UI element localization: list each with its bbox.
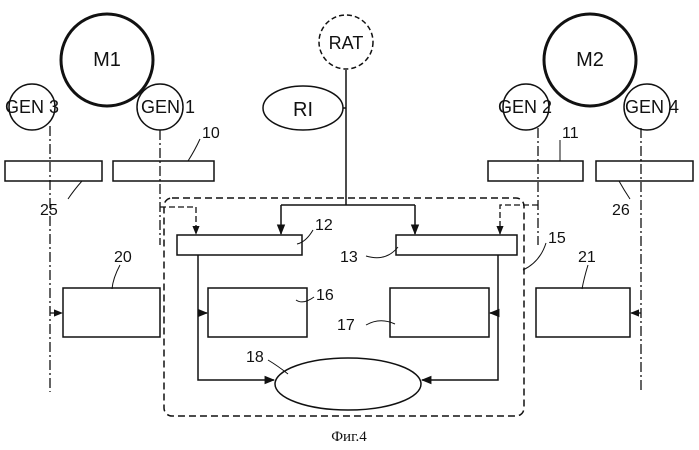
- enclosure-15: [164, 198, 524, 416]
- ref-13: 13: [340, 249, 358, 266]
- leader-20: [112, 265, 120, 289]
- ref-20: 20: [114, 249, 132, 266]
- block-16: [208, 288, 307, 337]
- block-20: [63, 288, 160, 337]
- bar-12: [177, 235, 302, 255]
- ri-label: RI: [293, 99, 313, 121]
- ref-21: 21: [578, 249, 596, 266]
- ref-10: 10: [202, 125, 220, 142]
- ref-25: 25: [40, 202, 58, 219]
- block-21: [536, 288, 630, 337]
- leader-26: [619, 181, 630, 199]
- leader-13: [366, 247, 398, 258]
- ref-26: 26: [612, 202, 630, 219]
- bar-10: [113, 161, 214, 181]
- ref-16: 16: [316, 287, 334, 304]
- feed-13-to-18: [422, 255, 498, 380]
- gen2-label: GEN 2: [498, 97, 552, 117]
- figure-caption: Фиг.4: [331, 429, 367, 445]
- block-17: [390, 288, 489, 337]
- bar-25: [5, 161, 102, 181]
- leader-12: [297, 230, 313, 244]
- gen1-dashed-to-12: [160, 207, 196, 234]
- engine-m1-label: M1: [93, 49, 121, 71]
- leader-25: [68, 181, 82, 199]
- bar-26: [596, 161, 693, 181]
- engine-m2-label: M2: [576, 49, 604, 71]
- leader-16: [296, 297, 314, 302]
- gen2-dashed-to-13: [500, 205, 538, 234]
- leader-21: [582, 265, 588, 289]
- gen1-label: GEN 1: [141, 97, 195, 117]
- gen4-label: GEN 4: [625, 97, 679, 117]
- bar-13: [396, 235, 517, 255]
- ref-17: 17: [337, 317, 355, 334]
- ref-18: 18: [246, 349, 264, 366]
- ellipse-18: [275, 358, 421, 410]
- leader-10: [188, 139, 200, 161]
- leader-15: [523, 243, 546, 270]
- ref-11: 11: [562, 125, 579, 142]
- leader-18: [268, 360, 288, 374]
- ref-15: 15: [548, 230, 566, 247]
- ref-12: 12: [315, 217, 333, 234]
- rat-label: RAT: [329, 33, 364, 53]
- bar-11: [488, 161, 583, 181]
- gen3-label: GEN 3: [5, 97, 59, 117]
